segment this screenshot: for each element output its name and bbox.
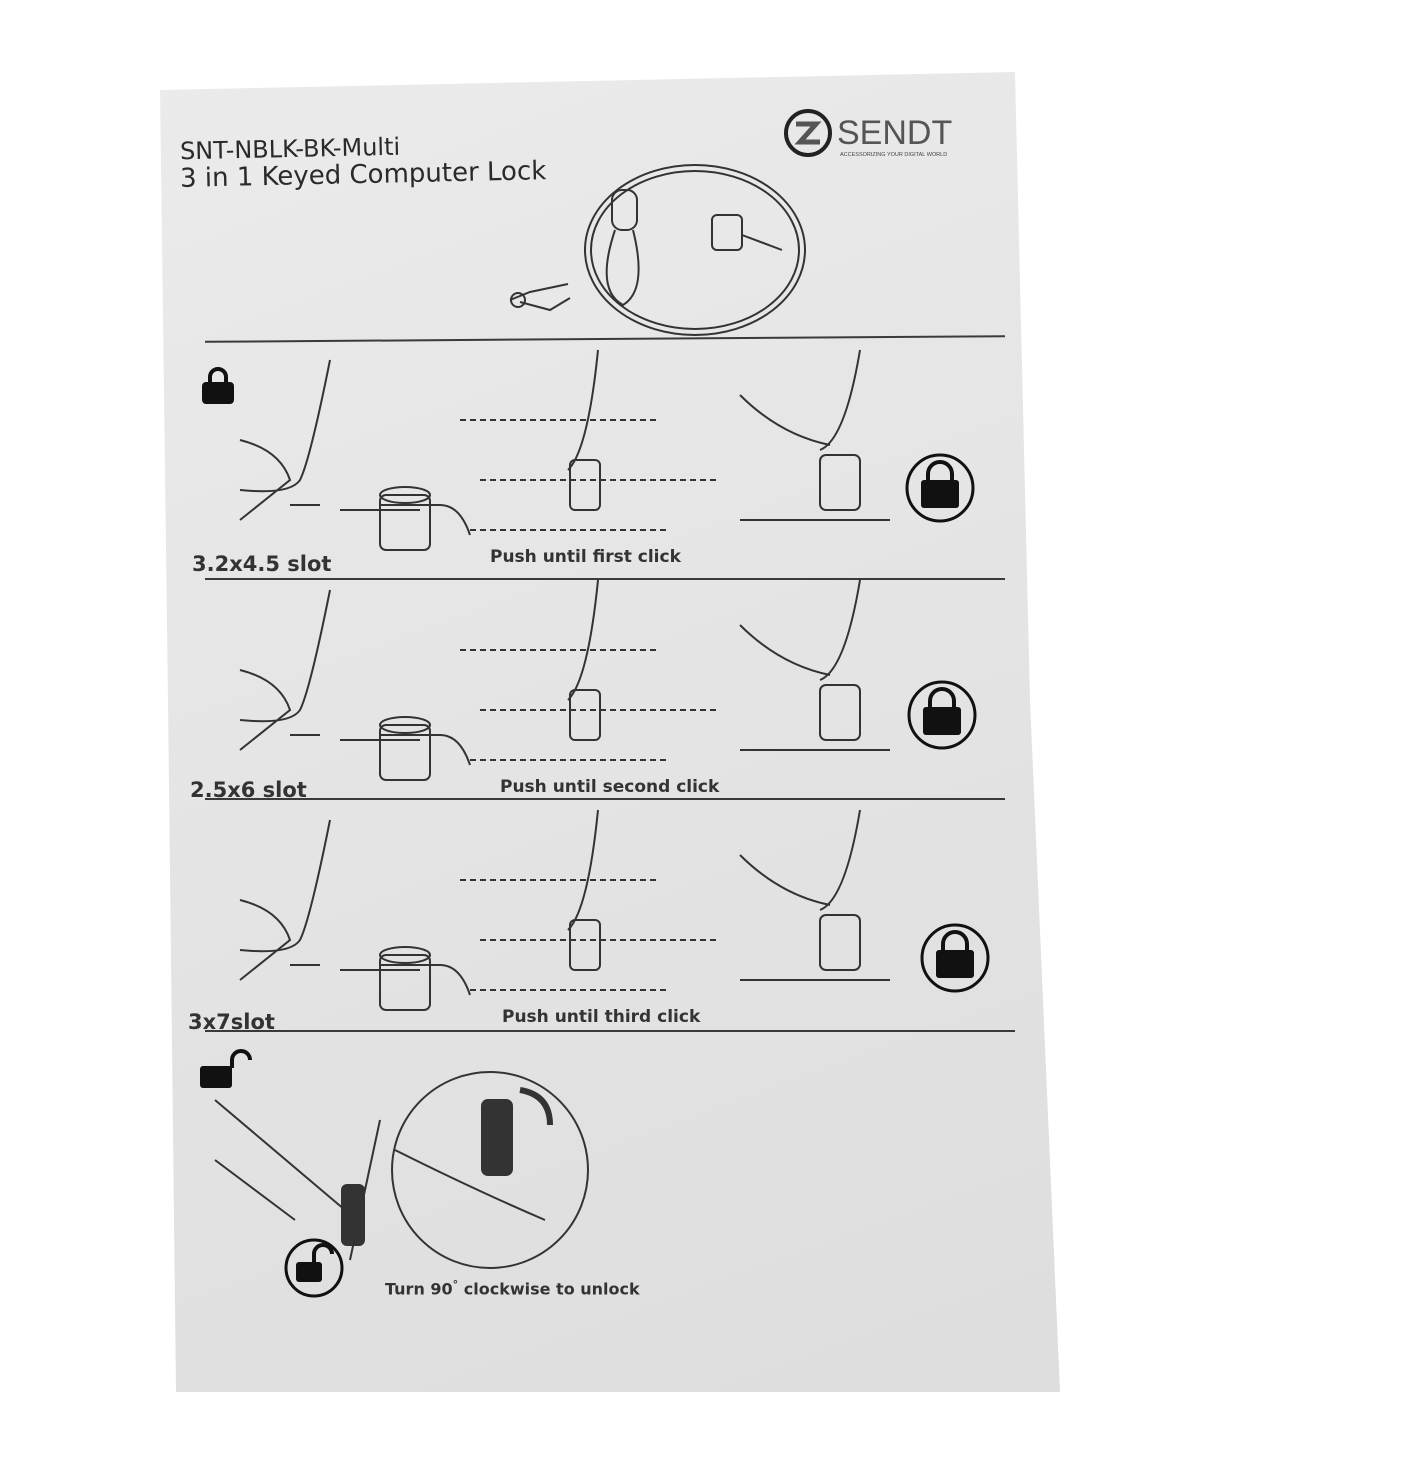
lock-closed-icon	[907, 680, 977, 750]
lock-closed-icon	[905, 453, 975, 523]
slot-label: 2.5x6 slot	[190, 778, 307, 802]
row-1-diagrams	[239, 349, 890, 551]
lock-open-icon	[200, 1049, 252, 1088]
cable-lock-illustration	[584, 164, 806, 336]
step-instruction: Push until first click	[490, 547, 681, 567]
row-2-diagrams	[239, 579, 890, 781]
svg-text:SENDT: SENDT	[837, 114, 952, 152]
lock-closed-icon	[920, 923, 990, 993]
divider	[205, 798, 1005, 800]
unlock-diagram	[214, 1071, 589, 1269]
step-instruction: Push until third click	[502, 1007, 701, 1027]
lock-open-icon	[284, 1238, 344, 1298]
row-3-diagrams	[239, 809, 890, 1011]
keys-illustration	[509, 283, 571, 312]
unlock-instruction: Turn 90° clockwise to unlock	[385, 1278, 640, 1299]
sendt-logo: SENDT ACCESSORIZING YOUR DIGITAL WORLD	[782, 106, 997, 165]
step-instruction: Push until second click	[500, 777, 720, 797]
lock-closed-icon	[202, 367, 234, 404]
svg-text:ACCESSORIZING YOUR DIGITAL WOR: ACCESSORIZING YOUR DIGITAL WORLD	[840, 152, 947, 158]
slot-label: 3x7slot	[188, 1010, 275, 1034]
sendt-logo-mark: SENDT ACCESSORIZING YOUR DIGITAL WORLD	[784, 109, 952, 158]
slot-label: 3.2x4.5 slot	[192, 552, 332, 576]
divider	[205, 578, 1005, 580]
divider	[205, 1030, 1015, 1032]
